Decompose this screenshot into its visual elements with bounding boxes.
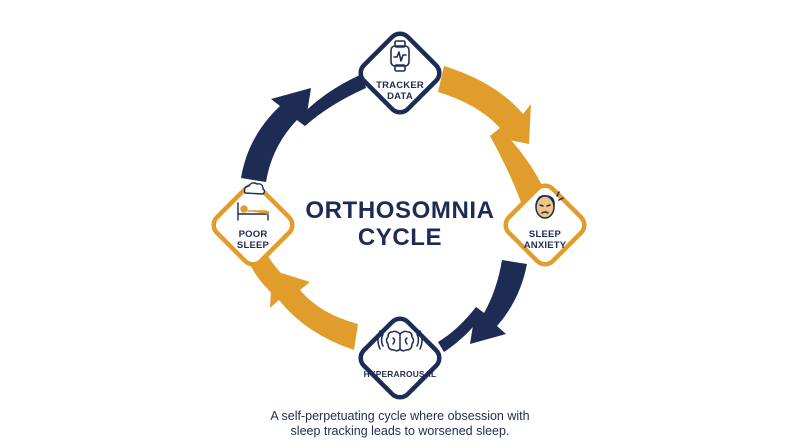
node-label-anxiety-2: ANXIETY (524, 240, 567, 251)
node-frame-hyperarousal (358, 316, 442, 400)
arc-poor-sleep-to-tracker-upper (297, 74, 366, 126)
node-sleep-anxiety: SLEEP ANXIETY (503, 183, 587, 267)
smartwatch-icon (390, 40, 410, 72)
node-label-hyperarousal: HYPERAROUSAL (364, 369, 437, 379)
cycle-arrows (241, 66, 548, 352)
arc-hyperarousal-to-poor-sleep-upper (248, 252, 300, 300)
node-label-poor-sleep-1: POOR (239, 229, 268, 240)
node-frame-tracker (358, 31, 442, 115)
node-frame-anxiety (503, 183, 587, 267)
caption-line-1: A self-perpetuating cycle where obsessio… (270, 409, 530, 423)
arrow-poor-sleep-to-tracker (241, 88, 311, 182)
node-label-poor-sleep-2: SLEEP (237, 240, 270, 251)
brain-icon (377, 330, 423, 352)
anxious-face-icon (535, 191, 564, 219)
title-line-2: CYCLE (358, 224, 442, 251)
node-frame-poor-sleep (211, 183, 295, 267)
arrow-tracker-to-anxiety (438, 66, 531, 144)
center-title: ORTHOSOMNIA CYCLE (305, 197, 494, 251)
arc-tracker-to-anxiety-lower (490, 128, 548, 208)
bed-cloud-icon (237, 182, 269, 221)
node-label-tracker-1: TRACKER (376, 80, 424, 91)
node-hyperarousal: HYPERAROUSAL (358, 316, 442, 400)
arrow-anxiety-to-hyperarousal (470, 260, 527, 344)
node-label-anxiety-1: SLEEP (529, 229, 562, 240)
caption-line-2: sleep tracking leads to worsened sleep. (290, 424, 510, 438)
caption: A self-perpetuating cycle where obsessio… (200, 409, 600, 439)
title-line-1: ORTHOSOMNIA (305, 197, 494, 224)
arc-anxiety-to-hyperarousal-lower (438, 307, 484, 352)
node-tracker-data: TRACKER DATA (358, 31, 442, 115)
node-label-tracker-2: DATA (387, 91, 413, 102)
node-poor-sleep: POOR SLEEP (211, 182, 295, 267)
